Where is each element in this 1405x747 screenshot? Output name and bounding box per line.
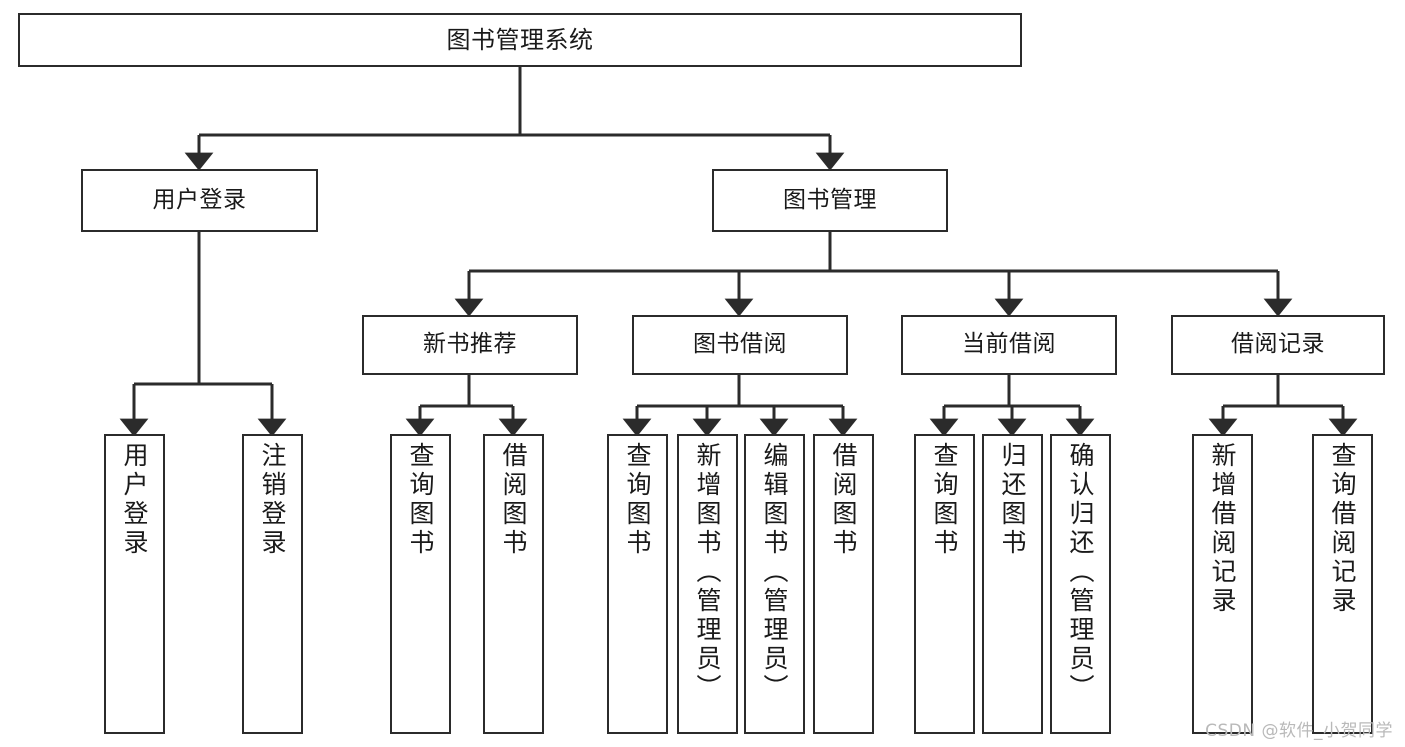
node-label: 图书管理 [783,186,877,213]
node-root-system[interactable]: 图书管理系统 [18,13,1022,67]
node-current-borrow[interactable]: 当前借阅 [901,315,1117,375]
node-label: 新增图书（管理员） [693,442,722,703]
leaf-query-borrow-record[interactable]: 查询借阅记录 [1312,434,1373,734]
node-book-borrow[interactable]: 图书借阅 [632,315,848,375]
watermark: CSDN @软件_小贺同学 [1205,721,1393,741]
leaf-borrow-book[interactable]: 借阅图书 [813,434,874,734]
node-label: 归还图书 [998,442,1027,558]
leaf-query-book-recommend[interactable]: 查询图书 [390,434,451,734]
node-label: 借阅图书 [829,442,858,558]
node-label: 查询图书 [930,442,959,558]
leaf-return-book[interactable]: 归还图书 [982,434,1043,734]
leaf-edit-book-admin[interactable]: 编辑图书（管理员） [744,434,805,734]
node-label: 用户登录 [120,442,149,558]
leaf-add-book-admin[interactable]: 新增图书（管理员） [677,434,738,734]
node-label: 图书管理系统 [446,25,594,54]
node-label: 当前借阅 [962,331,1056,358]
node-borrow-records[interactable]: 借阅记录 [1171,315,1385,375]
leaf-query-book-borrow[interactable]: 查询图书 [607,434,668,734]
node-new-book-recommend[interactable]: 新书推荐 [362,315,578,375]
node-label: 查询图书 [406,442,435,558]
node-label: 查询借阅记录 [1328,442,1357,616]
leaf-confirm-return-admin[interactable]: 确认归还（管理员） [1050,434,1111,734]
node-label: 借阅图书 [499,442,528,558]
node-label: 注销登录 [258,442,287,558]
leaf-user-login[interactable]: 用户登录 [104,434,165,734]
node-label: 查询图书 [623,442,652,558]
node-label: 编辑图书（管理员） [760,442,789,703]
node-label: 新书推荐 [423,331,517,358]
node-label: 借阅记录 [1231,331,1325,358]
leaf-add-borrow-record[interactable]: 新增借阅记录 [1192,434,1253,734]
node-label: 新增借阅记录 [1208,442,1237,616]
node-label: 图书借阅 [693,331,787,358]
node-label: 用户登录 [152,186,247,213]
node-user-login[interactable]: 用户登录 [81,169,318,232]
leaf-logout[interactable]: 注销登录 [242,434,303,734]
node-label: 确认归还（管理员） [1066,442,1095,703]
node-book-management[interactable]: 图书管理 [712,169,948,232]
leaf-borrow-book-recommend[interactable]: 借阅图书 [483,434,544,734]
leaf-query-book-current[interactable]: 查询图书 [914,434,975,734]
